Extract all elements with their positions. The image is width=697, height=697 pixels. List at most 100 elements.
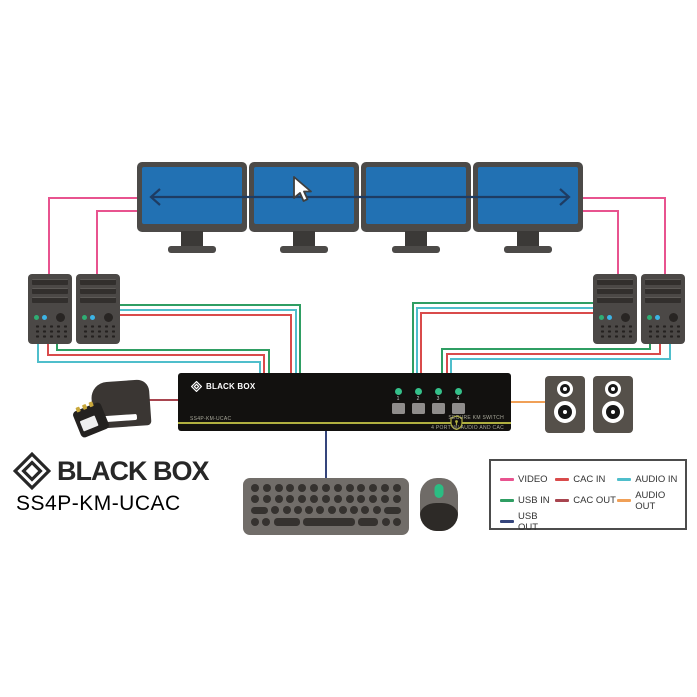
drive-bays (80, 279, 116, 306)
legend-label: USB IN (518, 495, 550, 506)
cac-out-swatch (555, 499, 570, 502)
monitor-screen (366, 167, 466, 224)
power-led (599, 315, 604, 320)
vent-grille (646, 323, 680, 339)
switch-name-label: SECURE KM SWITCH (448, 415, 504, 421)
legend-item: AUDIO OUT (617, 490, 685, 512)
usb-out-swatch (500, 520, 514, 523)
card-chip (79, 415, 99, 432)
port-number: 4 (456, 396, 460, 402)
port-number: 3 (436, 396, 440, 402)
wire-cac_in (47, 338, 265, 376)
wire-video (578, 197, 666, 278)
wire-video (48, 197, 145, 278)
port-2: 2 (408, 388, 428, 422)
legend-label: CAC OUT (573, 495, 616, 506)
mouse (420, 478, 458, 531)
legend-item: AUDIO IN (617, 474, 685, 485)
power-button (104, 313, 113, 322)
wire-usb_in (56, 338, 270, 376)
port-led (394, 388, 402, 395)
legend-item: VIDEO (500, 474, 555, 485)
port-4: 4 (448, 388, 468, 422)
key-row (251, 506, 401, 514)
vent-grille (81, 323, 115, 339)
tweeter (557, 381, 573, 397)
wire-cac_in (420, 312, 595, 376)
security-shield-icon (450, 415, 463, 430)
monitor-stand-neck (293, 231, 315, 247)
port-number: 1 (396, 396, 400, 402)
keyboard (243, 478, 409, 535)
status-led (42, 315, 47, 320)
monitor-1 (137, 162, 247, 254)
port-led (434, 388, 442, 395)
audio-in-swatch (617, 478, 632, 481)
speaker-left (545, 376, 585, 433)
wire-audio_in (450, 338, 671, 376)
power-button (621, 313, 630, 322)
spacebar (302, 518, 355, 526)
monitor-stand-base (168, 246, 216, 253)
power-button (669, 313, 678, 322)
power-led (34, 315, 39, 320)
drive-bays (645, 279, 681, 306)
cac-in-swatch (555, 478, 570, 481)
power-led (647, 315, 652, 320)
legend-item: USB OUT (500, 511, 557, 533)
blackbox-diamond-icon (191, 381, 202, 392)
computer-tower-4 (641, 274, 685, 344)
vent-grille (33, 323, 67, 339)
power-led (82, 315, 87, 320)
port-led (454, 388, 462, 395)
usb-in-swatch (500, 499, 514, 502)
port-number: 2 (416, 396, 420, 402)
legend-item: USB IN (500, 495, 555, 506)
computer-tower-3 (593, 274, 637, 344)
monitor-stand-base (280, 246, 328, 253)
computer-tower-1 (28, 274, 72, 344)
legend-label: CAC IN (573, 474, 606, 485)
blackbox-diamond-icon (13, 452, 51, 490)
port-select-button (391, 403, 405, 414)
brand-name: BLACK BOX (57, 455, 209, 486)
wire-audio_in (416, 307, 595, 376)
monitor-2 (249, 162, 359, 254)
monitor-stand-base (392, 246, 440, 253)
port-1: 1 (388, 388, 408, 422)
monitor-screen (142, 167, 242, 224)
power-button (56, 313, 65, 322)
monitor-screen (478, 167, 578, 224)
monitor-4 (473, 162, 583, 254)
wire-video (578, 210, 619, 278)
wire-usb_in (412, 302, 595, 376)
woofer (602, 401, 624, 423)
mouse-scroll-wheel (434, 484, 444, 498)
product-model: SS4P-KM-UCAC (16, 492, 181, 515)
legend-box: VIDEO CAC IN AUDIO IN USB IN CAC OUT AUD… (489, 459, 687, 533)
wire-video (96, 210, 145, 278)
status-led (607, 315, 612, 320)
port-select-button (451, 403, 465, 414)
legend-item: CAC IN (555, 474, 617, 485)
mouse-body (420, 503, 458, 531)
monitor-3 (361, 162, 471, 254)
key-row (251, 484, 401, 492)
wire-cac_in (446, 338, 661, 376)
port-3: 3 (428, 388, 448, 422)
status-led (90, 315, 95, 320)
legend-row: USB IN CAC OUT AUDIO OUT (500, 490, 685, 512)
legend-label: USB OUT (518, 510, 539, 533)
monitor-stand-neck (181, 231, 203, 247)
wire-audio_in (37, 338, 261, 376)
switch-model-label: SS4P-KM-UCAC (190, 416, 232, 422)
wire-audio_in (116, 309, 297, 376)
speaker-right (593, 376, 633, 433)
computer-tower-2 (76, 274, 120, 344)
port-select-button (411, 403, 425, 414)
port-led (414, 388, 422, 395)
wire-usb_in (116, 304, 301, 376)
legend-item: CAC OUT (555, 495, 617, 506)
